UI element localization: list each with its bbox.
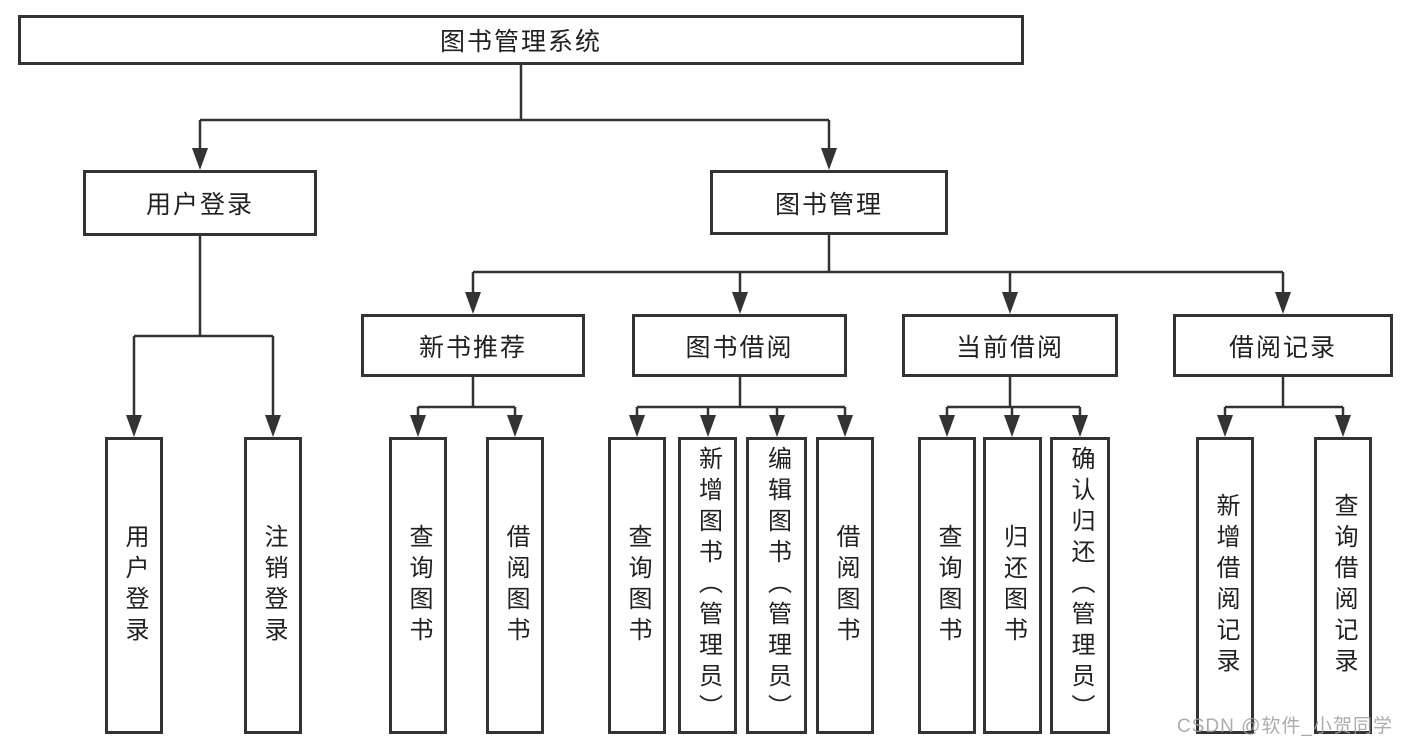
leaf-query-books-current: 查询图书	[918, 437, 976, 734]
arrowhead-icon	[1217, 415, 1233, 437]
arrowhead-icon	[265, 415, 281, 437]
leaf-edit-book-admin: 编辑图书（管理员）	[746, 437, 807, 734]
node-book-borrow: 图书借阅	[632, 314, 847, 377]
node-borrow-records: 借阅记录	[1173, 314, 1393, 377]
arrowhead-icon	[1004, 415, 1020, 437]
arrowhead-icon	[1335, 415, 1351, 437]
arrowhead-icon	[629, 415, 645, 437]
arrowhead-icon	[769, 415, 785, 437]
connector-root-to-level2	[192, 65, 837, 170]
leaf-query-books-borrow: 查询图书	[608, 437, 666, 734]
arrowhead-icon	[1275, 292, 1291, 314]
node-new-book-recommend: 新书推荐	[361, 314, 585, 377]
node-library-management-system: 图书管理系统	[18, 15, 1024, 65]
connector-borrow-records-to-leaves	[1217, 377, 1351, 437]
connector-book-management-to-level3	[465, 235, 1291, 314]
leaf-user-login: 用户登录	[105, 437, 163, 734]
connector-new-book-to-leaves	[410, 377, 523, 437]
arrowhead-icon	[837, 415, 853, 437]
node-book-management: 图书管理	[710, 170, 948, 235]
arrowhead-icon	[1072, 415, 1088, 437]
arrowhead-icon	[821, 148, 837, 170]
leaf-borrow-books-recommend: 借阅图书	[486, 437, 544, 734]
leaf-add-book-admin: 新增图书（管理员）	[678, 437, 737, 734]
leaf-query-books-recommend: 查询图书	[389, 437, 447, 734]
leaf-borrow-books: 借阅图书	[816, 437, 874, 734]
arrowhead-icon	[126, 415, 142, 437]
connector-book-borrow-to-leaves	[629, 377, 853, 437]
arrowhead-icon	[732, 292, 748, 314]
node-current-borrow: 当前借阅	[902, 314, 1118, 377]
arrowhead-icon	[507, 415, 523, 437]
leaf-return-book: 归还图书	[983, 437, 1042, 734]
leaf-confirm-return-admin: 确认归还（管理员）	[1050, 437, 1110, 734]
connector-user-login-to-leaves	[126, 236, 281, 437]
leaf-query-borrow-record: 查询借阅记录	[1314, 437, 1372, 734]
connector-current-borrow-to-leaves	[939, 377, 1088, 437]
leaf-add-borrow-record: 新增借阅记录	[1196, 437, 1254, 734]
arrowhead-icon	[192, 148, 208, 170]
node-user-login: 用户登录	[83, 170, 317, 236]
leaf-logout-login: 注销登录	[244, 437, 302, 734]
arrowhead-icon	[465, 292, 481, 314]
arrowhead-icon	[939, 415, 955, 437]
arrowhead-icon	[410, 415, 426, 437]
arrowhead-icon	[1002, 292, 1018, 314]
arrowhead-icon	[700, 415, 716, 437]
csdn-watermark: CSDN @软件_小贺同学	[1177, 716, 1393, 737]
